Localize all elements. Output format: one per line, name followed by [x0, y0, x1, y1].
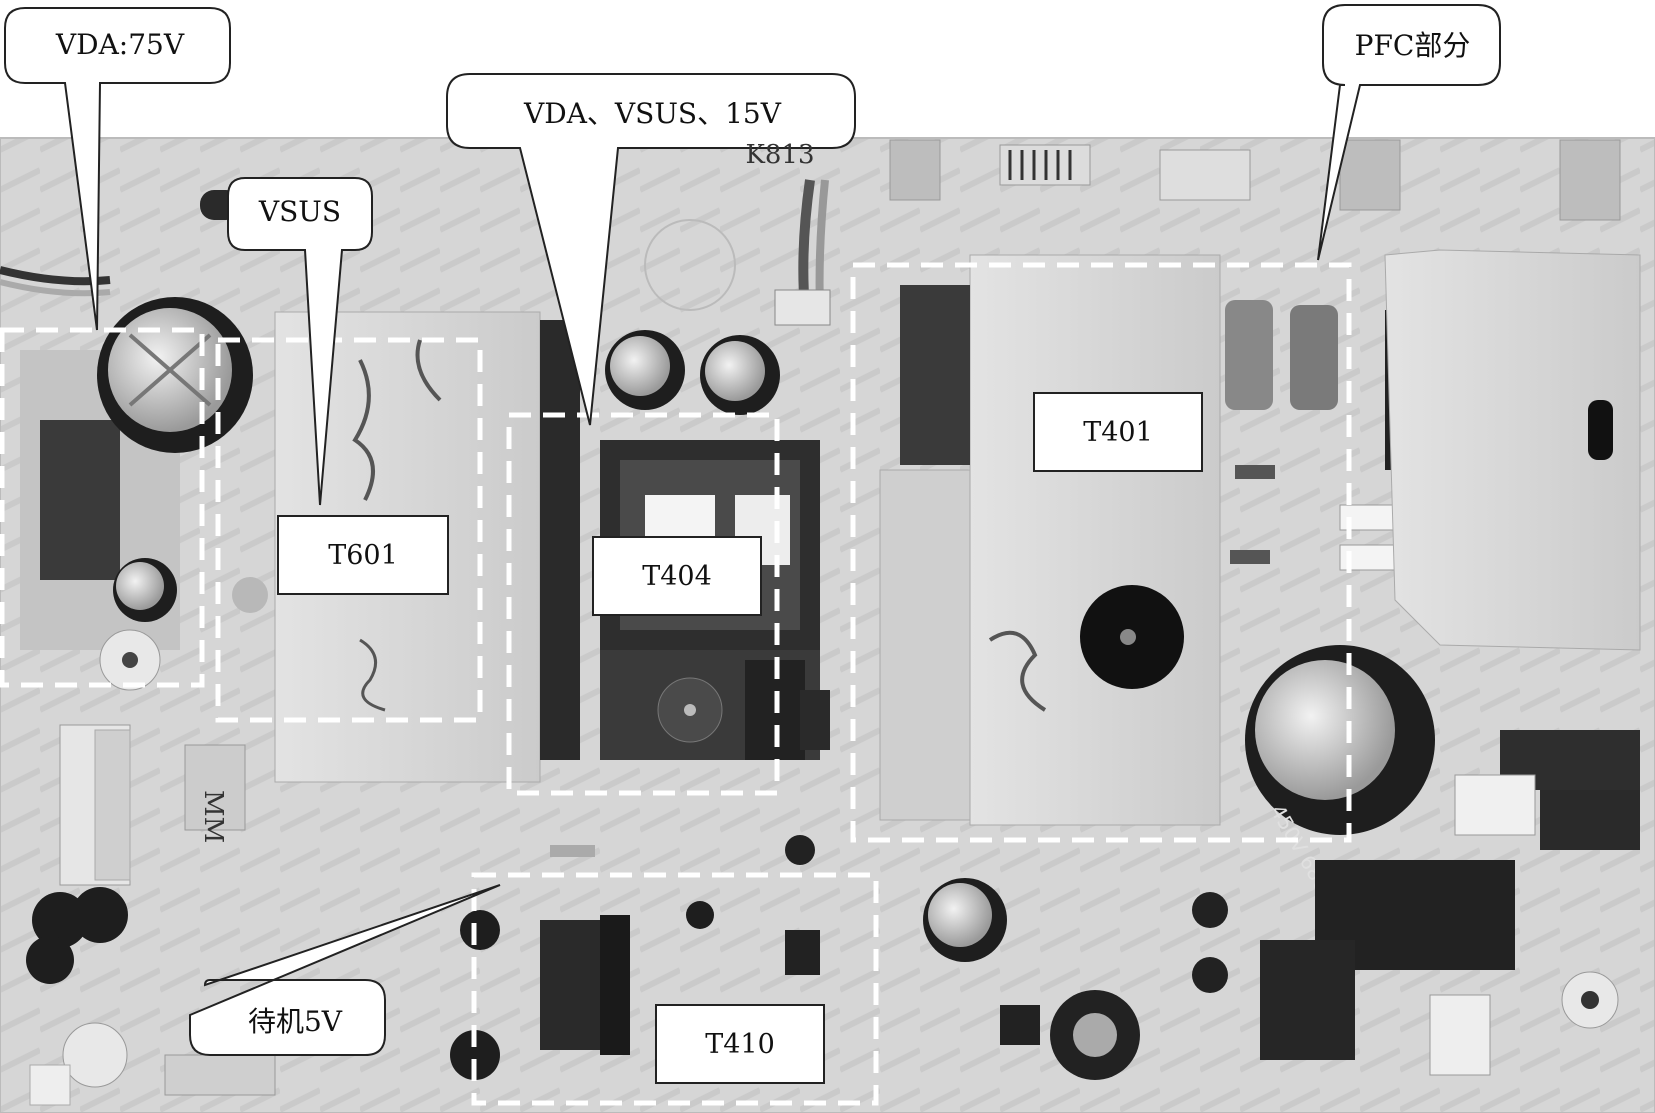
bubble-vda-vsus-15v — [446, 73, 856, 426]
bubble-vsus — [227, 177, 373, 506]
callout-standby-5v: 待机5V — [247, 1005, 343, 1038]
connector-pins — [1008, 150, 1072, 180]
outline-t404 — [506, 412, 780, 796]
t404-core — [540, 320, 580, 760]
board-label-print: MM — [198, 790, 228, 843]
outline-t410 — [471, 872, 879, 1106]
dashed-outlines — [0, 262, 1352, 1106]
tag-t404: T404 — [592, 536, 762, 616]
callout-vsus: VSUS — [258, 195, 342, 228]
tag-t601: T601 — [277, 515, 449, 595]
bubble-standby — [189, 884, 501, 1056]
bubble-pfc — [1317, 4, 1501, 261]
pcb-code-print: K813 — [745, 140, 815, 170]
tag-t410: T410 — [655, 1004, 825, 1084]
callout-pfc: PFC部分 — [1354, 29, 1471, 62]
outline-t401 — [850, 262, 1352, 843]
tag-t401: T401 — [1033, 392, 1203, 472]
bubble-vda — [4, 7, 231, 331]
callout-vda-vsus-15v: VDA、VSUS、15V — [524, 97, 781, 130]
t401-heatsink — [969, 254, 1221, 826]
top-connectors — [889, 139, 1621, 221]
outline-t601 — [215, 337, 483, 723]
outline-vda-section — [0, 327, 205, 688]
callout-vda-75v: VDA:75V — [55, 28, 185, 61]
